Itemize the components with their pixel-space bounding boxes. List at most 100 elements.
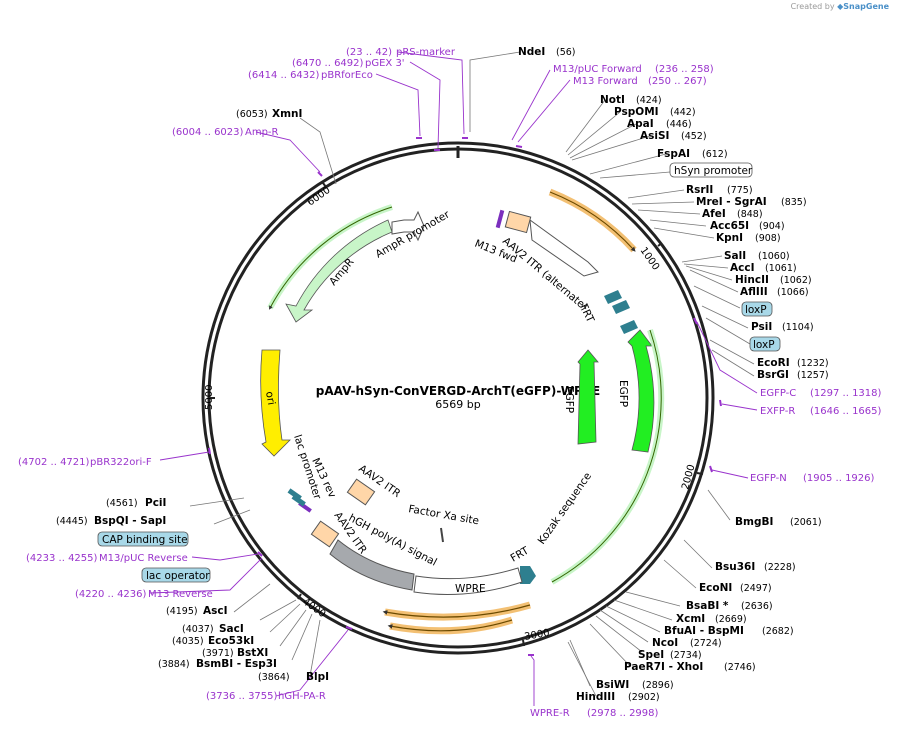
primer-exfp-r[interactable]: EXFP-R(1646 .. 1665) xyxy=(760,406,882,417)
enzyme-afliii[interactable]: AflIII(1066) xyxy=(740,286,809,298)
aav2-itr-box-b[interactable] xyxy=(346,478,376,506)
enzyme-hindiii[interactable]: HindIII(2902) xyxy=(576,691,660,703)
enzyme-eco53ki[interactable]: (4035)Eco53kI xyxy=(172,635,254,647)
enzyme-econi[interactable]: EcoNI(2497) xyxy=(699,582,772,594)
enzyme-bspqi-sapi[interactable]: (4445)BspQI - SapI xyxy=(56,515,166,527)
egfp-inner-arrow[interactable] xyxy=(577,349,599,445)
svg-text:(904): (904) xyxy=(759,221,785,232)
enzyme-fspai[interactable]: FspAI(612) xyxy=(657,148,728,160)
enzyme-xmni[interactable]: (6053)XmnI xyxy=(236,108,302,120)
svg-text:(2636): (2636) xyxy=(741,601,773,612)
enzyme-ncoi[interactable]: NcoI (2724) xyxy=(652,637,722,649)
svg-text:(2682): (2682) xyxy=(762,626,794,637)
factor-xa-mark xyxy=(440,527,444,543)
svg-text:(23 .. 42): (23 .. 42) xyxy=(346,47,392,58)
primer-pgex3[interactable]: (6470 .. 6492)pGEX 3' xyxy=(292,58,405,69)
feature-lac-operator-box[interactable]: lac operator xyxy=(141,567,211,583)
enzyme-bsu36i[interactable]: Bsu36I(2228) xyxy=(715,561,796,573)
enzyme-pcii[interactable]: (4561)PciI xyxy=(106,497,166,509)
svg-text:(6470 .. 6492): (6470 .. 6492) xyxy=(292,58,364,69)
enzyme-bmgbi[interactable]: BmgBI(2061) xyxy=(735,516,822,528)
enzyme-ndei[interactable]: NdeI(56) xyxy=(518,46,576,58)
enzyme-bsiwi[interactable]: BsiWI(2896) xyxy=(596,679,674,691)
svg-text:(908): (908) xyxy=(755,233,781,244)
primer-pbrforeco[interactable]: (6414 .. 6432)pBRforEco xyxy=(248,70,373,81)
frt-top-arrow[interactable] xyxy=(604,290,622,304)
svg-text:Acc65I: Acc65I xyxy=(710,220,749,232)
svg-text:(1905 .. 1926): (1905 .. 1926) xyxy=(803,473,875,484)
snapgene-credit: Created by ◆SnapGene xyxy=(791,2,889,11)
credit-prefix: Created by xyxy=(790,2,835,11)
svg-text:NcoI: NcoI xyxy=(652,637,678,649)
svg-text:(236 .. 258): (236 .. 258) xyxy=(655,64,714,75)
enzyme-ecori[interactable]: EcoRI(1232) xyxy=(757,357,829,369)
enzyme-paer7i-xhoi[interactable]: PaeR7I - XhoI(2746) xyxy=(624,661,756,673)
primer-hgh-pa-r[interactable]: (3736 .. 3755)hGH-PA-R xyxy=(206,691,326,702)
primer-amp-r[interactable]: (6004 .. 6023)Amp-R xyxy=(172,127,279,138)
enzyme-mrei-sgrai[interactable]: MreI - SgrAI(835) xyxy=(696,196,807,208)
wpre-arrow[interactable] xyxy=(413,567,523,595)
aav2-itr-alternate-arrow[interactable] xyxy=(529,218,599,277)
svg-text:BstXI: BstXI xyxy=(237,647,268,659)
enzyme-bstxi[interactable]: (3971)BstXI xyxy=(202,647,268,659)
enzyme-asisi[interactable]: AsiSI(452) xyxy=(640,130,707,142)
m13-fwd-box[interactable] xyxy=(504,210,532,234)
primer-egfp-n[interactable]: EGFP-N(1905 .. 1926) xyxy=(750,473,875,484)
enzyme-spei[interactable]: SpeI(2734) xyxy=(638,649,702,661)
ampr-promoter-arrow[interactable] xyxy=(391,210,425,242)
enzyme-bsrgi[interactable]: BsrGI(1257) xyxy=(757,369,829,381)
feature-cap-binding-box[interactable]: CAP binding site xyxy=(97,531,189,547)
svg-text:(1232): (1232) xyxy=(797,358,829,369)
enzyme-blpi[interactable]: (3864)BlpI xyxy=(258,671,329,683)
primer-m13-puc-reverse[interactable]: (4233 .. 4255)M13/pUC Reverse xyxy=(26,553,188,564)
svg-text:AsiSI: AsiSI xyxy=(640,130,669,142)
enzyme-bsabi[interactable]: BsaBI *(2636) xyxy=(686,600,773,612)
enzyme-rsrii[interactable]: RsrII(775) xyxy=(686,184,753,196)
enzyme-acc65i[interactable]: Acc65I (904) xyxy=(710,220,785,232)
enzyme-psii[interactable]: PsiI(1104) xyxy=(751,321,814,333)
frt-bottom-arrow[interactable] xyxy=(520,566,536,584)
ori-arrow[interactable] xyxy=(260,349,291,457)
svg-text:AccI: AccI xyxy=(730,262,754,274)
aav2-itr-box-c[interactable] xyxy=(310,520,340,548)
svg-text:(2724): (2724) xyxy=(690,638,722,649)
feature-loxp-box-2[interactable]: loxP xyxy=(749,336,781,352)
enzyme-afei[interactable]: AfeI(848) xyxy=(702,208,763,220)
enzyme-xcmi[interactable]: XcmI(2669) xyxy=(676,613,747,625)
enzyme-acci[interactable]: AccI(1061) xyxy=(730,262,797,274)
primer-m13-puc-forward[interactable]: M13/pUC Forward(236 .. 258) xyxy=(553,64,714,75)
primer-m13-reverse[interactable]: (4220 .. 4236)M13 Reverse xyxy=(75,589,213,600)
enzyme-saci[interactable]: (4037)SacI xyxy=(182,623,244,635)
egfp-outer-arrow[interactable] xyxy=(627,329,655,453)
enzyme-pspomi[interactable]: PspOMI(442) xyxy=(614,106,696,118)
svg-text:XcmI: XcmI xyxy=(676,613,705,625)
ori-label: ori xyxy=(263,390,277,406)
svg-text:pBR322ori-F: pBR322ori-F xyxy=(90,457,152,468)
enzyme-bfuai-bspmi[interactable]: BfuAI - BspMI(2682) xyxy=(664,625,794,637)
svg-text:(250 .. 267): (250 .. 267) xyxy=(648,76,707,87)
feature-hsyn-promoter-box[interactable]: hSyn promoter xyxy=(669,162,753,178)
primer-m13-forward[interactable]: M13 Forward(250 .. 267) xyxy=(573,76,707,87)
svg-text:(2061): (2061) xyxy=(790,517,822,528)
enzyme-noti[interactable]: NotI(424) xyxy=(600,94,662,106)
primer-wpre-r[interactable]: WPRE-R(2978 .. 2998) xyxy=(530,708,659,719)
enzyme-bsmbi-esp3i[interactable]: (3884)BsmBI - Esp3I xyxy=(158,658,277,670)
svg-text:PsiI: PsiI xyxy=(751,321,772,333)
enzyme-hincii[interactable]: HincII(1062) xyxy=(735,274,812,286)
svg-text:(4702 .. 4721): (4702 .. 4721) xyxy=(18,457,90,468)
svg-text:AfeI: AfeI xyxy=(702,208,726,220)
primer-egfp-c[interactable]: EGFP-C(1297 .. 1318) xyxy=(760,388,882,399)
primer-prs-marker[interactable]: (23 .. 42)pRS-marker xyxy=(346,47,456,58)
feature-loxp-box-1[interactable]: loxP xyxy=(741,301,773,317)
primer-pbr322ori-f[interactable]: (4702 .. 4721)pBR322ori-F xyxy=(18,457,152,468)
enzyme-sali[interactable]: SalI(1060) xyxy=(724,250,790,262)
svg-text:HindIII: HindIII xyxy=(576,691,615,703)
svg-text:FspAI: FspAI xyxy=(657,148,690,160)
svg-text:(775): (775) xyxy=(727,185,753,196)
enzyme-apai[interactable]: ApaI(446) xyxy=(627,118,692,130)
enzyme-asci[interactable]: (4195)AscI xyxy=(166,605,228,617)
ampr-arrow[interactable] xyxy=(285,219,393,323)
plasmid-size: 6569 bp xyxy=(435,398,480,411)
hgh-polya-arrow[interactable] xyxy=(329,539,415,591)
enzyme-kpni[interactable]: KpnI(908) xyxy=(716,232,781,244)
